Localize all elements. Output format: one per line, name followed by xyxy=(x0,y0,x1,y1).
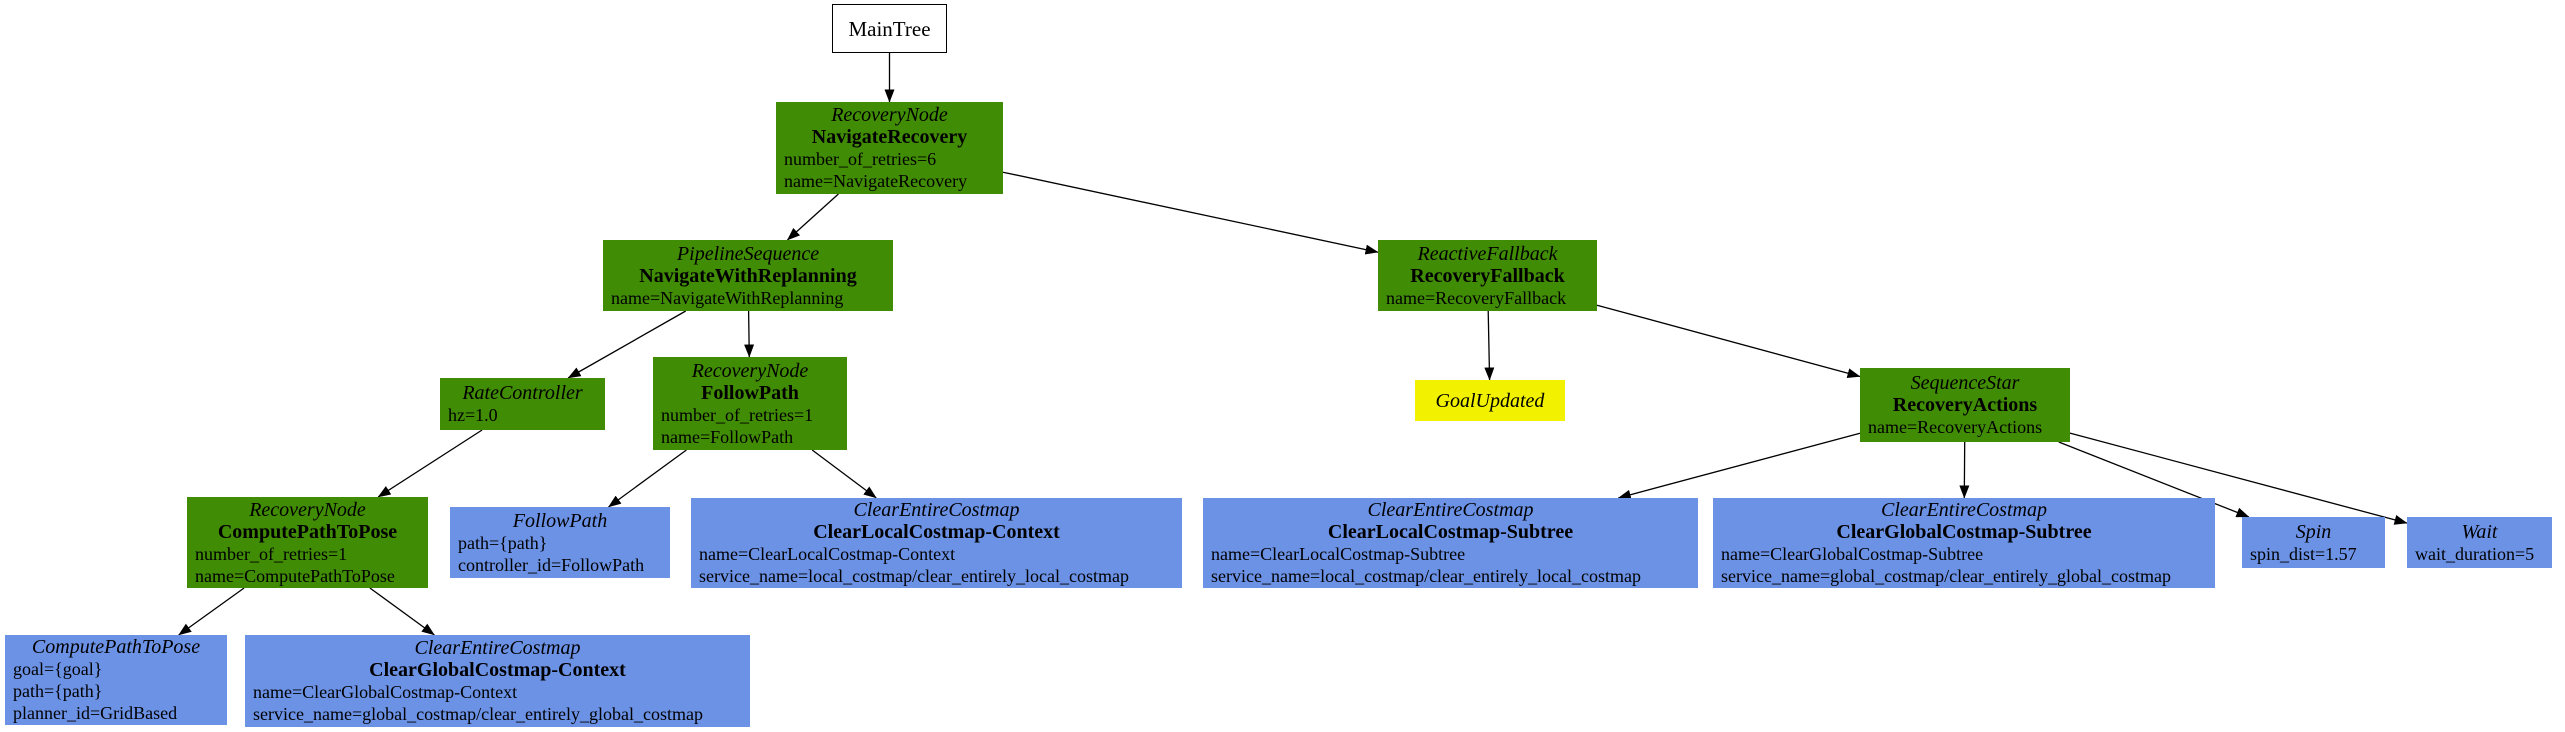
edge-follow-path-to-follow-path-action xyxy=(608,449,687,508)
node-class-label: ReactiveFallback xyxy=(1417,242,1558,265)
node-attr-line: path={path} xyxy=(458,532,548,553)
node-attr-line: name=ClearGlobalCostmap-Subtree xyxy=(1721,544,1984,564)
node-attr-line: name=ClearLocalCostmap-Subtree xyxy=(1211,544,1466,564)
node-class-label: ComputePathToPose xyxy=(31,636,201,658)
node-attr-line: hz=1.0 xyxy=(448,405,498,425)
node-class-label: RecoveryNode xyxy=(831,104,948,126)
tree-root-label: MainTree xyxy=(848,16,931,41)
node-class-label: RecoveryNode xyxy=(249,498,366,521)
node-name-label: ComputePathToPose xyxy=(217,520,398,543)
node-attr-line: goal={goal} xyxy=(13,659,103,679)
node-attr-line: path={path} xyxy=(13,681,103,701)
node-class-label: Wait xyxy=(2461,520,2498,543)
edge-recovery-actions-to-spin xyxy=(2058,441,2250,518)
node-attr-line: name=NavigateWithReplanning xyxy=(611,287,844,308)
node-attr-line: name=RecoveryActions xyxy=(1868,417,2043,437)
edge-compute-path-to-pose-to-clear-global-costmap-context xyxy=(369,587,435,636)
edge-recovery-fallback-to-goal-updated xyxy=(1484,310,1495,381)
node-name-label: FollowPath xyxy=(701,381,799,404)
edge-follow-path-to-clear-local-costmap-context xyxy=(811,449,877,499)
node-attr-line: controller_id=FollowPath xyxy=(458,554,645,575)
node-name-label: RecoveryFallback xyxy=(1410,264,1565,287)
node-attr-line: number_of_retries=1 xyxy=(661,404,814,425)
node-name-label: ClearLocalCostmap-Context xyxy=(813,521,1060,543)
node-class-label: ClearEntireCostmap xyxy=(414,637,581,659)
node-attr-line: wait_duration=5 xyxy=(2415,543,2535,564)
bt-node-main-tree: MainTree xyxy=(832,4,947,53)
node-attr-line: name=ClearLocalCostmap-Context xyxy=(699,544,956,564)
node-attr-line: name=NavigateRecovery xyxy=(784,171,968,191)
node-attr-line: number_of_retries=1 xyxy=(195,543,348,564)
node-class-label: ClearEntireCostmap xyxy=(853,499,1020,521)
node-name-label: ClearGlobalCostmap-Context xyxy=(369,659,626,681)
edge-recovery-actions-to-wait xyxy=(2069,432,2408,525)
node-name-label: ClearGlobalCostmap-Subtree xyxy=(1836,521,2092,543)
node-class-label: GoalUpdated xyxy=(1435,389,1545,412)
bt-node-goal-updated: GoalUpdated xyxy=(1415,380,1565,421)
node-class-label: RateController xyxy=(462,382,583,404)
node-attr-line: name=ComputePathToPose xyxy=(195,565,395,586)
node-attr-line: service_name=global_costmap/clear_entire… xyxy=(1721,566,2171,586)
node-class-label: RecoveryNode xyxy=(691,359,809,382)
edge-compute-path-to-pose-to-compute-path-to-pose-action xyxy=(178,587,245,636)
edge-navigate-recovery-to-recovery-fallback xyxy=(1002,171,1379,255)
edge-navigate-with-replanning-to-follow-path xyxy=(744,310,755,358)
edge-rate-controller-to-compute-path-to-pose xyxy=(377,429,483,498)
node-name-label: ClearLocalCostmap-Subtree xyxy=(1327,521,1574,543)
edge-navigate-with-replanning-to-rate-controller xyxy=(567,310,687,379)
node-attr-line: planner_id=GridBased xyxy=(13,703,178,723)
node-name-label: RecoveryActions xyxy=(1892,394,2038,416)
node-attr-line: service_name=local_costmap/clear_entirel… xyxy=(1211,566,1641,586)
node-attr-line: spin_dist=1.57 xyxy=(2250,543,2357,564)
node-class-label: FollowPath xyxy=(512,509,608,532)
node-name-label: NavigateWithReplanning xyxy=(639,264,857,287)
node-name-label: NavigateRecovery xyxy=(811,126,968,148)
edge-recovery-fallback-to-recovery-actions xyxy=(1596,304,1861,379)
node-attr-line: name=FollowPath xyxy=(661,426,794,447)
node-attr-line: service_name=local_costmap/clear_entirel… xyxy=(699,566,1129,586)
node-class-label: SequenceStar xyxy=(1910,372,2020,394)
node-attr-line: name=RecoveryFallback xyxy=(1386,287,1567,308)
node-attr-line: name=ClearGlobalCostmap-Context xyxy=(253,682,518,702)
edge-navigate-recovery-to-navigate-with-replanning xyxy=(786,193,839,241)
node-class-label: Spin xyxy=(2295,520,2332,543)
edge-recovery-actions-to-clear-local-costmap-subtree xyxy=(1617,432,1861,500)
node-class-label: ClearEntireCostmap xyxy=(1367,499,1534,521)
node-attr-line: service_name=global_costmap/clear_entire… xyxy=(253,704,703,724)
node-attr-line: number_of_retries=6 xyxy=(784,149,937,169)
node-class-label: ClearEntireCostmap xyxy=(1881,499,2047,521)
node-class-label: PipelineSequence xyxy=(676,242,820,265)
